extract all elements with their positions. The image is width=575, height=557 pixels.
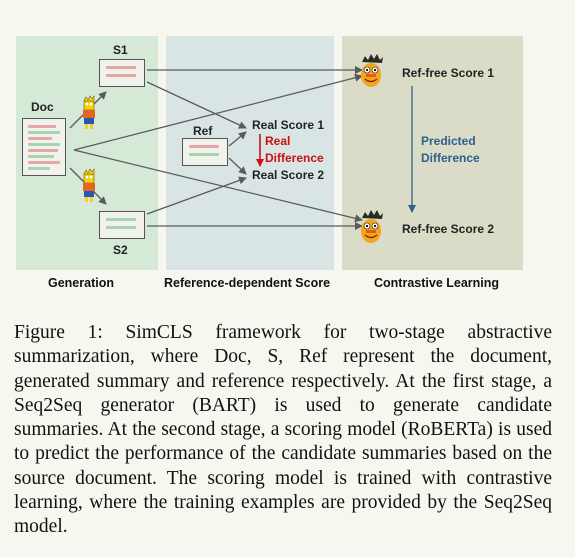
reference-dependent-stage-label: Reference-dependent Score (164, 276, 331, 290)
contrastive-stage-label: Contrastive Learning (374, 276, 500, 290)
real-score-1: Real Score 1 (252, 118, 325, 132)
diagram-arrows (69, 54, 416, 243)
bart-generator-icon-bottom (83, 168, 95, 202)
real-difference-line1: Real (265, 134, 291, 148)
ref-free-score-2: Ref-free Score 2 (402, 222, 495, 236)
bert-scorer-icon-top (361, 54, 383, 87)
real-difference-line2: Difference (265, 151, 324, 165)
ref-free-score-1: Ref-free Score 1 (402, 66, 495, 80)
bert-scorer-icon-bottom (361, 210, 383, 243)
s1-label: S1 (113, 43, 128, 57)
predicted-difference-line2: Difference (421, 151, 480, 165)
summary-s1-box (99, 59, 145, 87)
doc-label: Doc (31, 100, 54, 114)
document-box (22, 118, 66, 176)
reference-box (182, 138, 228, 166)
predicted-difference-line1: Predicted (421, 134, 476, 148)
simcls-figure: Doc S1 S2 Ref Real Score 1 Real Differen… (16, 36, 523, 290)
ref-label: Ref (193, 124, 213, 138)
summary-s2-box (99, 211, 145, 239)
bart-generator-icon-top (83, 95, 95, 129)
generation-stage-label: Generation (48, 276, 114, 290)
figure-caption: Figure 1: SimCLS framework for two-stage… (14, 322, 552, 538)
real-score-2: Real Score 2 (252, 168, 325, 182)
s2-label: S2 (113, 243, 128, 257)
